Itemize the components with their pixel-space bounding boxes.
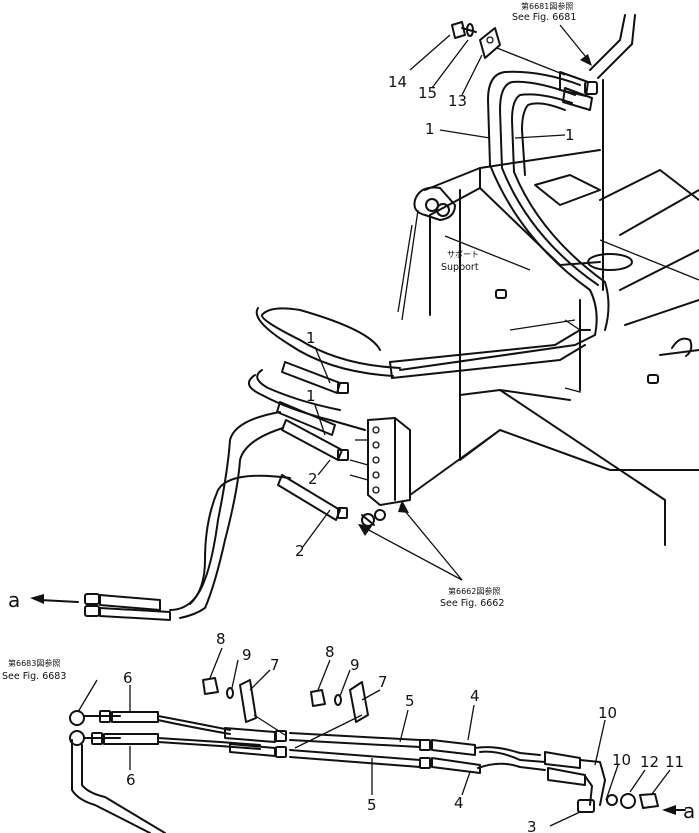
callout-2-lower: 2 — [295, 542, 305, 560]
support-frame — [397, 79, 699, 546]
callout-7-right: 7 — [378, 673, 388, 691]
reference-labels: 第6681図参照 See Fig. 6681 第6662図参照 See Fig.… — [2, 1, 695, 823]
support-label-jp: サポート — [447, 250, 479, 259]
ref-6683-en: See Fig. 6683 — [2, 671, 66, 682]
callout-6-upper: 6 — [123, 669, 133, 687]
callout-6-lower: 6 — [126, 771, 136, 789]
callout-1-top-right: 1 — [565, 126, 575, 144]
callout-10-upper: 10 — [598, 704, 617, 722]
callout-11: 11 — [665, 753, 684, 771]
callout-9-right: 9 — [350, 656, 360, 674]
connector-a-left: a — [8, 588, 20, 612]
part-callouts: 14 15 13 1 1 1 1 2 2 8 9 7 8 9 7 6 6 5 5… — [123, 73, 684, 833]
connector-a-right: a — [683, 799, 695, 823]
callout-1-mid-lower: 1 — [306, 387, 316, 405]
callout-3: 3 — [527, 818, 537, 833]
callout-10-lower: 10 — [612, 751, 631, 769]
leader-lines — [77, 24, 671, 827]
support-label-en: Support — [441, 262, 479, 273]
callout-15: 15 — [418, 84, 437, 102]
callout-5-lower: 5 — [367, 796, 377, 814]
callout-4-upper: 4 — [470, 687, 480, 705]
callout-8-right: 8 — [325, 643, 335, 661]
ref-6662-en: See Fig. 6662 — [440, 598, 504, 609]
upper-hose-assembly — [389, 14, 636, 379]
ref-6662-jp: 第6662図参照 — [448, 586, 500, 596]
callout-13: 13 — [448, 92, 467, 110]
ref-6681-en: See Fig. 6681 — [512, 12, 576, 23]
ref-6683-jp: 第6683図参照 — [8, 658, 60, 668]
callout-8-left: 8 — [216, 630, 226, 648]
callout-5-upper: 5 — [405, 692, 415, 710]
callout-4-lower: 4 — [454, 794, 464, 812]
middle-hose-assembly — [30, 307, 411, 621]
callout-1-mid-upper: 1 — [306, 329, 316, 347]
callout-14: 14 — [388, 73, 407, 91]
callout-1-top-left: 1 — [425, 120, 435, 138]
callout-2-upper: 2 — [308, 470, 318, 488]
callout-7-left: 7 — [270, 656, 280, 674]
ref-6681-jp: 第6681図参照 — [521, 1, 573, 11]
callout-12: 12 — [640, 753, 659, 771]
lower-pipe-assembly — [69, 677, 686, 833]
callout-9-left: 9 — [242, 646, 252, 664]
